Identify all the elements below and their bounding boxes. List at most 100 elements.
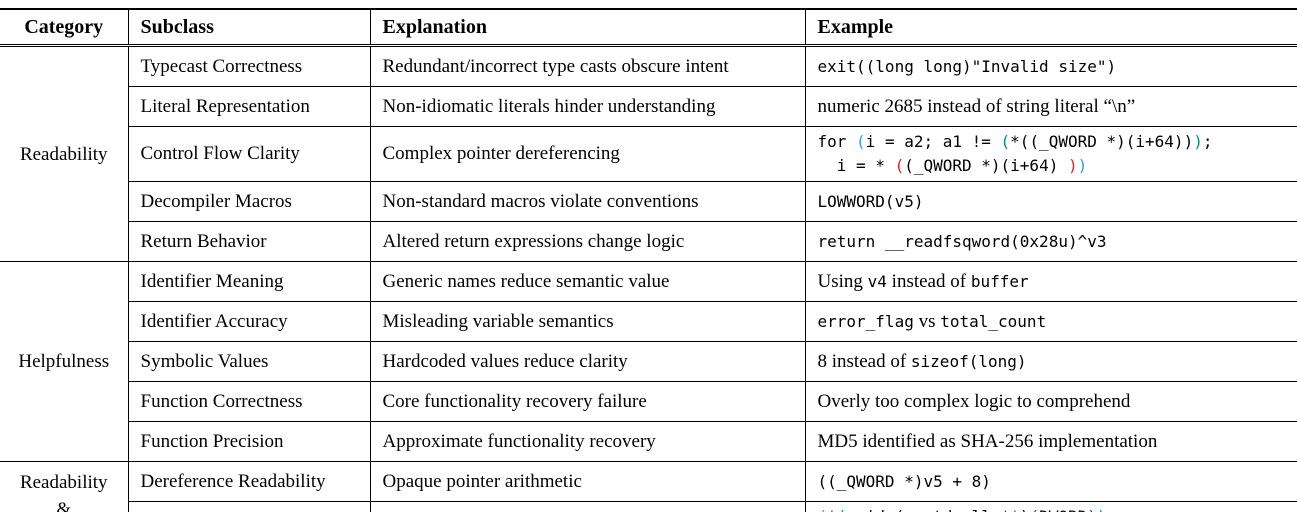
example-code: i = a2; a1 != [865, 132, 1001, 151]
example-code: *((_QWORD *)(i+64)) [1010, 132, 1194, 151]
category-label: Readability [19, 471, 108, 493]
example-code: ( [818, 507, 828, 512]
example-cell: numeric 2685 instead of string literal “… [804, 86, 1297, 127]
example-code: * [827, 507, 837, 512]
example-text: numeric 2685 instead of string literal “… [817, 95, 1136, 117]
subclass-cell: Literal Representation [127, 86, 370, 127]
example-line: LOWWORD(v5) [818, 190, 1286, 214]
example-code: ((_QWORD *)v5 + 8) [817, 471, 991, 491]
example-cell: 8 instead of sizeof(long) [804, 341, 1297, 382]
subclass-cell: Control Flow Clarity [127, 126, 370, 182]
subclass-cell: Function Precision [127, 421, 370, 462]
subclass-cell: Dereference Readability [127, 461, 370, 502]
subclass-cell: Identifier Meaning [127, 261, 370, 302]
explanation-cell: Non-idiomatic literals hinder understand… [369, 86, 805, 127]
example-line: 8 instead of sizeof(long) [818, 350, 1286, 374]
example-text: instead of [886, 270, 971, 292]
table-header-row: Category Subclass Explanation Example [0, 9, 1297, 47]
explanation-cell: Misleading variable semantics [369, 301, 805, 342]
category-label: & [56, 498, 72, 512]
example-code: ; [1202, 132, 1213, 151]
example-line: for (i = a2; a1 != (*((_QWORD *)(i+64)))… [818, 130, 1286, 154]
explanation-cell: Core functionality recovery failure [369, 381, 805, 422]
subclass-cell: Return Behavior [127, 221, 370, 262]
example-text: Overly too complex logic to comprehend [817, 390, 1131, 412]
subclass-cell: Function Correctness [127, 381, 370, 422]
paper-page: Category Subclass Explanation Example Re… [0, 8, 1297, 512]
explanation-cell: Non-standard macros violate conventions [369, 181, 805, 222]
example-code: void (__stdcall **) [846, 507, 1029, 512]
explanation-cell: Approximate functionality recovery [369, 421, 805, 462]
example-text: vs [913, 310, 941, 332]
explanation-cell: Opaque pointer arithmetic [369, 461, 805, 502]
explanation-cell: Redundant/incorrect type casts obscure i… [369, 45, 805, 87]
category-label: Readability [19, 143, 108, 165]
example-line: Using v4 instead of buffer [818, 270, 1286, 294]
example-cell: (*(void (__stdcall **)(DWORD)) (*(_DWORD… [804, 501, 1297, 512]
example-line: (*(void (__stdcall **)(DWORD)) [818, 505, 1286, 512]
example-cell: LOWWORD(v5) [804, 181, 1297, 222]
column-header-subclass: Subclass [127, 9, 370, 47]
example-code: return __readfsqword(0x28u)^v3 [817, 231, 1107, 251]
example-cell: exit((long long)"Invalid size") [804, 45, 1297, 87]
example-code: ( [1000, 132, 1011, 151]
example-code: total_count [940, 311, 1047, 331]
example-code: ( [856, 132, 866, 151]
example-code: for [817, 132, 857, 151]
example-line: exit((long long)"Invalid size") [818, 55, 1286, 79]
column-header-explanation: Explanation [369, 9, 805, 47]
subclass-cell: Typecast Correctness [127, 45, 370, 87]
subclass-cell: Symbolic Values [127, 341, 370, 382]
example-cell: for (i = a2; a1 != (*((_QWORD *)(i+64)))… [804, 126, 1297, 182]
example-code: ) [1097, 507, 1107, 512]
explanation-cell: Generic names reduce semantic value [369, 261, 805, 302]
example-cell: error_flag vs total_count [804, 301, 1297, 342]
example-code: ( [837, 507, 847, 512]
example-code: (_QWORD *)(i+64) [904, 156, 1068, 175]
column-header-example: Example [804, 9, 1297, 47]
taxonomy-table: Category Subclass Explanation Example Re… [0, 8, 1297, 512]
table-row: Readability&HelpfulnessDereference Reada… [0, 461, 1297, 512]
example-code: exit((long long)"Invalid size") [817, 56, 1117, 76]
example-code: ( [894, 156, 905, 175]
example-cell: MD5 identified as SHA-256 implementation [804, 421, 1297, 462]
example-cell: Using v4 instead of buffer [804, 261, 1297, 302]
example-code: ) [1193, 132, 1203, 151]
example-line: error_flag vs total_count [818, 310, 1286, 334]
subclass-cell: Decompiler Macros [127, 181, 370, 222]
subclass-cell: Identifier Accuracy [127, 301, 370, 342]
category-cell: Readability [0, 45, 129, 262]
example-cell: ((_QWORD *)v5 + 8) [804, 461, 1297, 502]
example-code: ) [1067, 156, 1078, 175]
example-code: v4 [867, 271, 887, 291]
example-line: i = * ((_QWORD *)(i+64) )) [818, 154, 1286, 178]
example-code: sizeof(long) [910, 351, 1027, 371]
explanation-cell: Hardcoded values reduce clarity [369, 341, 805, 382]
category-label: Helpfulness [18, 351, 110, 372]
column-header-category: Category [0, 9, 128, 47]
example-line: MD5 identified as SHA-256 implementation [818, 430, 1286, 454]
example-cell: return __readfsqword(0x28u)^v3 [804, 221, 1297, 262]
example-line: return __readfsqword(0x28u)^v3 [818, 230, 1286, 254]
example-code: buffer [970, 271, 1029, 291]
example-code: i = * [817, 156, 895, 175]
subclass-cell: Memory Layout [127, 501, 370, 512]
example-text: 8 instead of [817, 350, 911, 372]
example-line: ((_QWORD *)v5 + 8) [818, 470, 1286, 494]
explanation-cell: Complex pointer dereferencing [369, 126, 805, 182]
table-row: Memory LayoutFailed type inference(*(voi… [0, 501, 1297, 512]
example-code: LOWWORD(v5) [817, 191, 924, 211]
example-text: MD5 identified as SHA-256 implementation [817, 430, 1158, 452]
example-code: ) [1087, 507, 1097, 512]
example-text: Using [817, 270, 868, 292]
example-code: DWORD [1039, 507, 1087, 512]
